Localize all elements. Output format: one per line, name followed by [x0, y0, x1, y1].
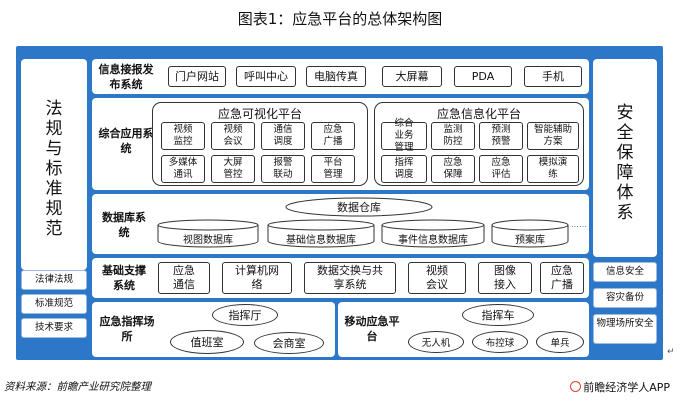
command-vehicle: 指挥车: [462, 304, 534, 326]
database-cylinder: [157, 219, 259, 248]
visual-item: 大屏管控: [211, 155, 255, 183]
database-ellipsis: ……: [571, 220, 587, 229]
publish-channel: 呼叫中心: [236, 66, 296, 87]
paragraph-mark: ↵: [667, 347, 675, 357]
visual-item: 应急广播: [311, 122, 355, 150]
command-site-label: 应急指挥场所: [99, 315, 155, 343]
publish-channel: 门户网站: [168, 66, 226, 87]
security-item: 信息安全: [593, 262, 657, 282]
basic-support-row: 基础支撑系统 应急通信 计算机网络 数据交换与共享系统 视频会议 图像接入 应急…: [92, 258, 589, 298]
publish-channel: 大屏幕: [382, 66, 442, 87]
mobile-platform-panel: 移动应急平台 指挥车 无人机 布控球 单兵: [338, 302, 589, 357]
visual-item: 报警联动: [261, 155, 305, 183]
info-item: 综合业务管理: [381, 118, 427, 153]
duty-room: 值班室: [170, 330, 244, 354]
regulations-label: 法规与标准规范: [45, 99, 63, 239]
info-item: 模拟演练: [527, 155, 579, 183]
support-item: 数据交换与共享系统: [304, 262, 396, 294]
visual-item: 视频监控: [161, 122, 205, 150]
info-item: 指挥调度: [381, 155, 427, 183]
visual-item: 视频会议: [211, 122, 255, 150]
database-label: 事件信息数据库: [398, 235, 468, 246]
regulations-panel: 法规与标准规范: [21, 59, 87, 270]
info-item: 应急评估: [479, 155, 523, 183]
database-cylinder: [491, 219, 569, 248]
regulations-item: 标准规范: [21, 294, 87, 314]
architecture-frame: 法规与标准规范 法律法规 标准规范 技术要求 安全保障体系 信息安全 容灾备份 …: [16, 46, 663, 360]
support-item: 视频会议: [408, 262, 466, 294]
database-label: 基础信息数据库: [286, 235, 356, 246]
support-item: 应急广播: [540, 262, 584, 294]
control-ball: 布控球: [472, 331, 528, 353]
database-cylinder: [381, 219, 485, 248]
figure-title: 图表1：应急平台的总体架构图: [237, 10, 443, 28]
data-warehouse-cylinder: [285, 197, 433, 217]
individual-soldier: 单兵: [536, 331, 584, 353]
integrated-app-row: 综合应用系统 应急可视化平台 视频监控 视频会议 通信调度 应急广播 多媒体通讯…: [92, 98, 589, 190]
command-site-panel: 应急指挥场所 指挥厅 值班室 会商室: [92, 302, 335, 357]
command-hall: 指挥厅: [212, 304, 278, 326]
visual-platform: 应急可视化平台 视频监控 视频会议 通信调度 应急广播 多媒体通讯 大屏管控 报…: [152, 102, 368, 186]
data-warehouse-label: 数据仓库: [337, 201, 381, 214]
info-publish-label: 信息接报发布系统: [98, 63, 154, 91]
info-publish-row: 信息接报发布系统 门户网站 呼叫中心 电脑传真 大屏幕 PDA 手机: [92, 59, 589, 94]
support-item: 应急通信: [158, 262, 210, 294]
info-item: 监测防控: [431, 122, 475, 150]
regulations-item: 技术要求: [21, 318, 87, 338]
regulations-item: 法律法规: [21, 270, 87, 290]
support-item: 计算机网络: [222, 262, 292, 294]
visual-item: 通信调度: [261, 122, 305, 150]
mobile-platform-label: 移动应急平台: [344, 315, 400, 343]
visual-item: 多媒体通讯: [161, 155, 205, 183]
visual-platform-title: 应急可视化平台: [217, 107, 302, 121]
consultation-room: 会商室: [254, 332, 324, 354]
publish-channel: PDA: [454, 66, 512, 87]
info-platform-title: 应急信息化平台: [436, 107, 521, 121]
drone: 无人机: [408, 331, 464, 353]
info-item: 预测预警: [479, 122, 523, 150]
brand-name: 前瞻经济学人APP: [583, 381, 670, 394]
info-item: 应急保障: [431, 155, 475, 183]
info-item: 智能辅助方案: [527, 122, 579, 150]
security-item: 物理场所安全: [593, 314, 657, 344]
brand-credit: 前瞻经济学人APP: [570, 379, 670, 395]
support-item: 图像接入: [478, 262, 532, 294]
brand-logo-icon: [570, 381, 582, 392]
integrated-app-label: 综合应用系统: [98, 127, 154, 155]
database-label: 预案库: [515, 235, 545, 246]
database-label: 数据库系统: [102, 211, 146, 239]
visual-item: 平台管理: [311, 155, 355, 183]
publish-channel: 电脑传真: [306, 66, 366, 87]
security-label: 安全保障体系: [616, 103, 634, 223]
publish-channel: 手机: [524, 66, 582, 87]
info-platform: 应急信息化平台 综合业务管理 监测防控 预测预警 智能辅助方案 指挥调度 应急保…: [374, 102, 584, 186]
security-panel: 安全保障体系: [593, 59, 657, 257]
source-note: 资料来源：前瞻产业研究院整理: [4, 381, 151, 393]
basic-support-label: 基础支撑系统: [102, 264, 146, 292]
database-label: 视图数据库: [183, 235, 233, 246]
database-cylinder: [267, 219, 375, 248]
database-row: 数据库系统 数据仓库 视图数据库 基础信息数据库 事件信息数据库 预案库 ……: [92, 194, 589, 254]
security-item: 容灾备份: [593, 288, 657, 308]
